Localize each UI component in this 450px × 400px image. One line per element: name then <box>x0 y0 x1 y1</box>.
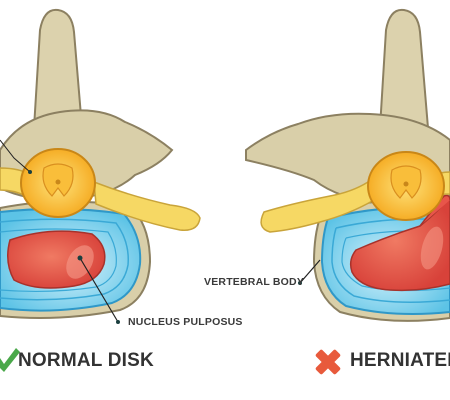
normal-vertebra <box>0 8 201 319</box>
check-icon <box>0 348 20 372</box>
herniated-vertebra <box>245 8 450 322</box>
cross-icon <box>315 349 341 375</box>
normal-cord-pointer <box>0 139 31 173</box>
herniated-nerve-root-left <box>260 180 375 233</box>
normal-nerve-root-right <box>93 180 201 231</box>
normal-spinous-process <box>32 8 84 129</box>
nucleus-pulposus-label: NUCLEUS PULPOSUS <box>128 316 243 328</box>
normal-disk-label: NORMAL DISK <box>18 350 154 371</box>
herniated-label: HERNIATED <box>350 350 450 371</box>
vertebral-body-pointer-line <box>299 259 321 284</box>
herniated-spinous-process <box>378 8 430 129</box>
vertebral-body-label: VERTEBRAL BODY <box>204 276 305 288</box>
nucleus-pointer-line <box>79 257 119 323</box>
